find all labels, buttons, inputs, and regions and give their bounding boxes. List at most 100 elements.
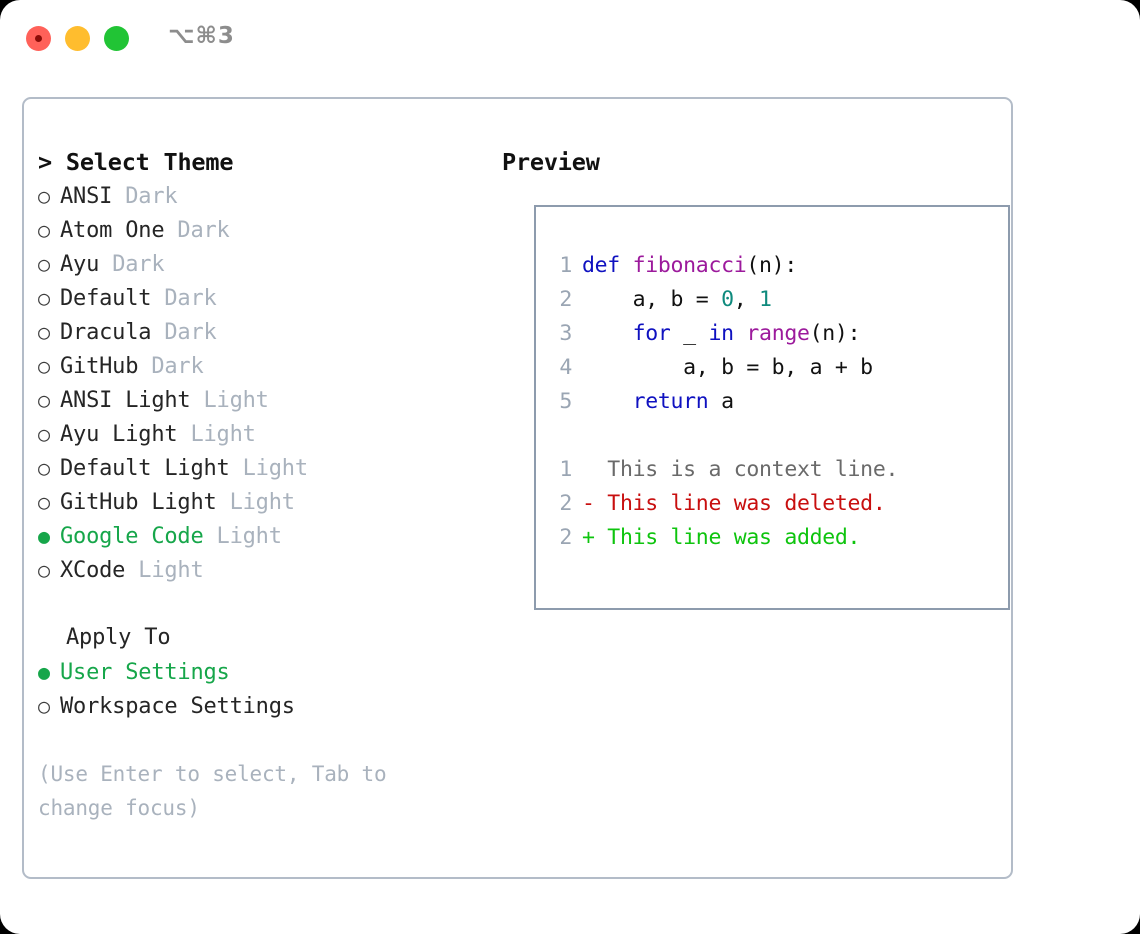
theme-option-ayu-light[interactable]: ○Ayu Light Light — [38, 417, 488, 451]
theme-option-label: Default Light — [60, 456, 230, 481]
theme-picker-heading: > Select Theme — [38, 148, 234, 176]
diff-line: 2 + This line was added. — [550, 521, 898, 555]
radio-unselected-icon: ○ — [38, 388, 50, 412]
diff-marker: + — [582, 525, 608, 550]
code-token: (n): — [809, 321, 861, 346]
theme-picker-column: > Select Theme ○ANSI Dark○Atom One Dark○… — [38, 145, 488, 825]
spacer — [112, 184, 125, 209]
theme-option-ansi-light[interactable]: ○ ANSI Light Light — [38, 383, 488, 417]
line-number: 3 — [559, 321, 572, 346]
code-line: 2 a, b = 0, 1 — [550, 283, 898, 317]
code-token: for — [632, 321, 671, 346]
code-token — [582, 321, 633, 346]
code-token: in — [708, 321, 734, 346]
apply-to-option-user-settings[interactable]: ● User Settings — [38, 655, 488, 689]
line-number: 5 — [559, 389, 572, 414]
code-token: a, b = b, a + b — [582, 355, 873, 380]
line-number: 4 — [559, 355, 572, 380]
code-token — [582, 389, 633, 414]
diff-text: This line was added. — [607, 525, 861, 550]
code-token: (n): — [746, 253, 797, 278]
apply-to-option-workspace-settings[interactable]: ○Workspace Settings — [38, 689, 488, 723]
theme-option-variant: Light — [138, 558, 204, 583]
title-bar: ⌥⌘3 — [0, 0, 1140, 78]
radio-unselected-icon: ○ — [38, 490, 50, 514]
theme-option-default[interactable]: ○Default Dark — [38, 281, 488, 315]
code-token: 1 — [759, 287, 772, 312]
code-token — [734, 321, 747, 346]
theme-option-xcode[interactable]: ○XCode Light — [38, 553, 488, 587]
keyboard-shortcut-label: ⌥⌘3 — [168, 23, 235, 49]
theme-option-label: GitHub Light — [60, 490, 217, 515]
theme-option-dracula[interactable]: ○Dracula Dark — [38, 315, 488, 349]
apply-to-option-label: User Settings — [60, 660, 230, 685]
theme-option-variant: Dark — [177, 218, 230, 243]
maximize-button[interactable] — [104, 26, 129, 51]
apply-to-option-list[interactable]: ● User Settings ○Workspace Settings — [38, 655, 488, 723]
code-token: _ — [670, 321, 709, 346]
radio-unselected-icon: ○ — [38, 252, 50, 276]
diff-text: This line was deleted. — [607, 491, 886, 516]
code-token: fibonacci — [632, 253, 747, 278]
radio-unselected-icon: ○ — [38, 456, 50, 480]
radio-unselected-icon: ○ — [38, 286, 50, 310]
radio-unselected-icon: ○ — [38, 184, 50, 208]
code-line: 1 def fibonacci(n): — [550, 249, 898, 283]
line-number: 2 — [559, 525, 572, 550]
spacer — [38, 587, 488, 621]
spacer — [177, 422, 190, 447]
code-token: return — [632, 389, 709, 414]
diff-text: This is a context line. — [607, 457, 899, 482]
line-number: 2 — [559, 287, 572, 312]
spacer — [217, 490, 230, 515]
apply-to-title: Apply To — [66, 625, 171, 650]
spacer — [125, 558, 138, 583]
minimize-button[interactable] — [65, 26, 90, 51]
theme-option-ansi[interactable]: ○ ANSI Dark — [38, 179, 488, 213]
theme-option-google-code[interactable]: ●Google Code Light — [38, 519, 488, 553]
preview-heading: Preview — [502, 148, 600, 176]
radio-selected-icon: ● — [38, 524, 50, 548]
theme-option-github-light[interactable]: ○ GitHub Light Light — [38, 485, 488, 519]
spacer — [138, 354, 151, 379]
theme-option-variant: Light — [203, 388, 269, 413]
code-token: def — [582, 253, 633, 278]
theme-option-label: ANSI Light — [60, 388, 191, 413]
code-token: , — [733, 287, 760, 312]
theme-option-variant: Dark — [164, 320, 217, 345]
close-button[interactable] — [26, 26, 51, 51]
code-token: a — [708, 389, 734, 414]
radio-unselected-icon: ○ — [38, 422, 50, 446]
theme-option-variant: Dark — [151, 354, 204, 379]
theme-option-ayu[interactable]: ○Ayu Dark — [38, 247, 488, 281]
radio-selected-icon: ● — [38, 660, 50, 684]
radio-unselected-icon: ○ — [38, 218, 50, 242]
diff-line: 1 This is a context line. — [550, 453, 898, 487]
theme-option-variant: Dark — [164, 286, 217, 311]
theme-option-label: Dracula — [60, 320, 152, 345]
code-token: a, b = — [582, 287, 722, 312]
theme-option-default-light[interactable]: ○ Default Light Light — [38, 451, 488, 485]
spacer — [190, 388, 203, 413]
theme-option-atom-one[interactable]: ○Atom One Dark — [38, 213, 488, 247]
spacer — [230, 456, 243, 481]
theme-option-variant: Dark — [125, 184, 178, 209]
spacer — [151, 320, 164, 345]
theme-option-list[interactable]: ○ANSI Dark○Atom One Dark○Ayu Dark○Defaul… — [38, 179, 488, 587]
theme-option-variant: Dark — [112, 252, 165, 277]
spacer — [164, 218, 177, 243]
theme-option-label: ANSI — [60, 184, 113, 209]
theme-option-variant: Light — [242, 456, 308, 481]
window-controls — [26, 26, 129, 51]
diff-marker: - — [582, 491, 608, 516]
code-line: 4 a, b = b, a + b — [550, 351, 898, 385]
theme-option-variant: Light — [229, 490, 295, 515]
theme-option-github[interactable]: ○GitHub Dark — [38, 349, 488, 383]
spacer — [99, 252, 112, 277]
line-number: 1 — [559, 253, 572, 278]
spacer — [204, 524, 217, 549]
apply-to-option-label: Workspace Settings — [60, 694, 295, 719]
